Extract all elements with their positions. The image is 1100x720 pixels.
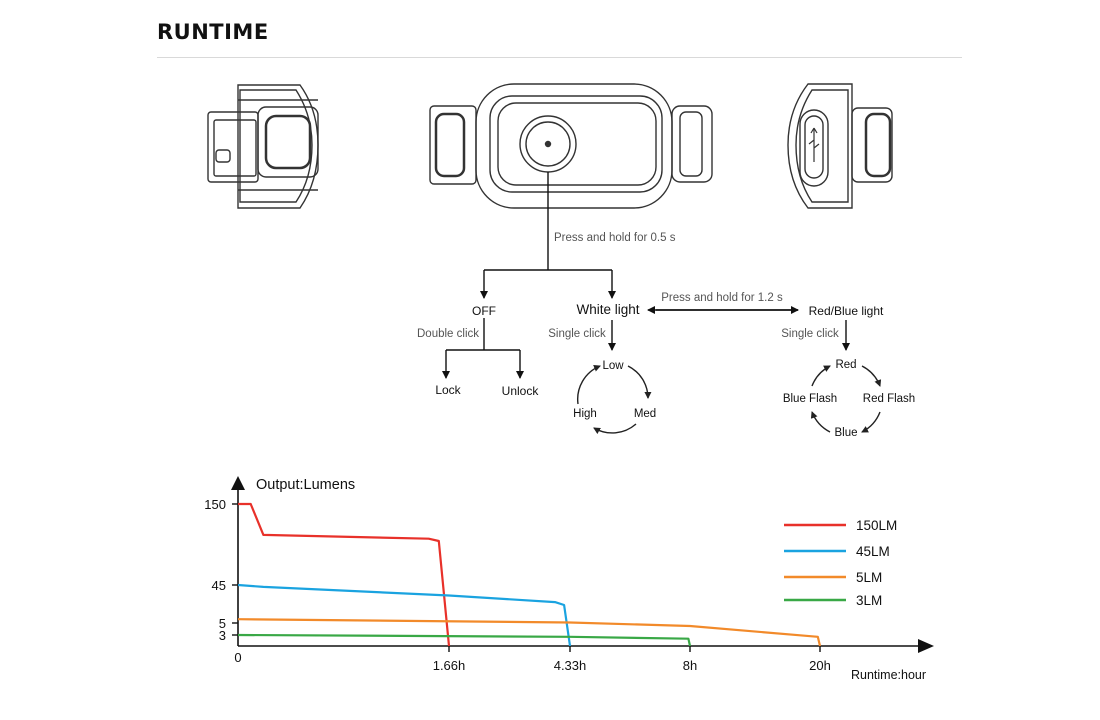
x-tick-label: 4.33h: [554, 658, 587, 673]
legend-label: 5LM: [856, 570, 882, 585]
x-tick-label: 20h: [809, 658, 831, 673]
mode-red-flash-label: Red Flash: [863, 393, 915, 405]
device-side-view-right: [787, 83, 893, 209]
x-axis-arrow: [918, 639, 934, 653]
series-line-5lm: [237, 618, 822, 647]
runtime-chart: Output:Lumens Runtime:hour 150 45 530 1.66h…: [204, 476, 934, 682]
chart-series: [237, 502, 822, 647]
y-tick-label: 3: [219, 628, 226, 643]
x-tick-label: 1.66h: [433, 658, 466, 673]
mode-high-label: High: [573, 408, 597, 420]
series-line-3lm: [237, 633, 692, 647]
single-click-red-label: Single click: [781, 328, 839, 340]
mode-low-label: Low: [602, 360, 624, 372]
double-click-label: Double click: [417, 328, 479, 340]
series-line-150lm: [238, 502, 451, 647]
x-tick-label: 0: [234, 650, 241, 665]
y-tick-label: 5: [219, 616, 226, 631]
mode-blue-label: Blue: [834, 427, 857, 439]
press-hold-short-label: Press and hold for 0.5 s: [554, 232, 676, 244]
page-title: RUNTIME: [157, 20, 269, 44]
series-line-45lm: [237, 583, 572, 647]
legend-label: 45LM: [856, 544, 890, 559]
device-side-view-left: [207, 84, 319, 209]
mode-blue-flash-label: Blue Flash: [783, 393, 837, 405]
off-label: OFF: [472, 304, 496, 318]
y-tick-label: 150: [204, 497, 226, 512]
x-tick-label: 8h: [683, 658, 697, 673]
y-axis-label: Output:Lumens: [256, 477, 355, 493]
white-mode-cycle: [576, 365, 652, 435]
y-tick-label: 45: [212, 578, 226, 593]
chart-legend: 150LM 45LM 5LM 3LM: [784, 518, 897, 608]
white-light-label: White light: [576, 302, 639, 317]
legend-label: 150LM: [856, 518, 897, 533]
title-divider: [157, 57, 962, 58]
single-click-white-label: Single click: [548, 328, 606, 340]
press-hold-long-label: Press and hold for 1.2 s: [661, 292, 783, 304]
flow-connectors: [442, 172, 850, 379]
legend-label: 3LM: [856, 593, 882, 608]
mode-med-label: Med: [634, 408, 656, 420]
red-blue-light-label: Red/Blue light: [809, 304, 884, 318]
axis-ticks: 150 45 530 1.66h 4.33h 8h 20h: [204, 497, 831, 673]
y-axis-arrow: [231, 476, 245, 490]
device-front-view: [429, 83, 713, 209]
lock-label: Lock: [435, 383, 461, 397]
x-axis-label: Runtime:hour: [851, 668, 926, 682]
red-mode-cycle: [810, 365, 882, 433]
unlock-label: Unlock: [502, 384, 540, 398]
mode-red-label: Red: [835, 359, 856, 371]
